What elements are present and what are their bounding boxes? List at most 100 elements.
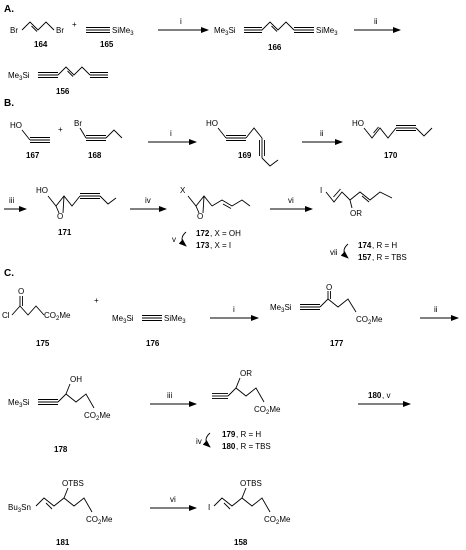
co2me-178: CO2Me [84,411,111,422]
bond-179-or [235,377,241,389]
arrow-b-step-v [178,231,187,247]
section-c: C. Cl O CO2Me 175 + Me3Si SiMe3 176 i Me… [2,268,459,547]
bond-170-ethyl [415,127,433,137]
bond-172-alkene [211,199,251,207]
def-173: , X = I [210,241,231,250]
arrow-c-step-iv [202,432,211,448]
bond-175-chain [11,305,45,316]
co2me-158: CO2Me [264,515,291,526]
compound-164-label: 164 [34,40,48,49]
compound-181-label: 181 [56,538,70,547]
bond-double-166 [271,25,278,32]
compound-172-label: 172 [196,229,210,238]
def-179: , R = H [236,430,261,439]
bond-double-172 [222,203,232,209]
atom-ho-167: HO [10,121,22,130]
atom-cl-175: Cl [2,311,10,320]
atom-oh-178: OH [70,375,82,384]
bond-168-a [79,127,87,139]
compound-175-structure: Cl O CO2Me 175 [2,287,71,348]
bond-double-170 [373,126,379,134]
def-174: , R = H [372,241,397,250]
atom-otbs-158: OTBS [240,479,262,488]
bond-181-chain [35,497,93,513]
co2me-177: CO2Me [356,315,383,326]
step-b-vi: vi [288,196,294,205]
bond-177-chain [319,298,357,313]
bond-chain-156 [57,66,91,76]
compound-176-structure: Me3Si SiMe3 176 [112,314,186,348]
arrow-b-step-vii [340,243,349,259]
compound-165-structure: SiMe3 165 [86,26,134,49]
bond-178-chain [57,393,95,409]
co2me-181: CO2Me [86,515,113,526]
compound-167-structure: HO 167 [10,121,50,160]
compound-171-label: 171 [58,228,72,237]
step-c-iii: iii [167,391,173,400]
def-172: , X = OH [210,229,241,238]
compound-157-label: 157 [358,253,372,262]
sime3-165: SiMe3 [112,26,134,37]
atom-x-172: X [180,186,186,195]
bond-179-chain [227,387,265,403]
bond-172-chain [187,195,213,207]
step-b-vii: vii [330,248,338,257]
atom-i-158: I [208,503,210,512]
compound-178-structure: Me3Si OH CO2Me 178 [8,375,111,454]
bond-174-chain [325,191,393,203]
compound-166-structure: Me3Si SiMe3 166 [214,21,338,52]
atom-o-172: O [197,212,203,221]
compound-165-label: 165 [100,40,114,49]
compound-175-label: 175 [36,339,50,348]
co2me-175: CO2Me [44,311,71,322]
bond-double-174-b [361,195,370,203]
sime3-176: SiMe3 [164,314,186,325]
step-c-v: , v [382,391,390,400]
compound-158-structure: I OTBS CO2Me 158 [208,479,291,547]
def-157: , R = TBS [372,253,407,262]
plus-sign-c: + [94,296,99,305]
step-b-i: i [170,129,172,138]
bond-172-epox-b [202,195,205,214]
bond-172-epox-a [195,205,200,214]
bond-double-164 [31,25,38,32]
bond-double-158 [223,502,231,510]
bond-171-epox-b [62,195,65,214]
step-c-i: i [233,305,235,314]
me3si-178: Me3Si [8,398,30,409]
compound-166-label: 166 [268,43,282,52]
atom-o-177: O [326,283,332,292]
bond-174-or [349,199,353,209]
me3si-176: Me3Si [112,314,134,325]
atom-br-left: Br [10,26,18,35]
bond-171-ethyl [99,195,117,205]
atom-ho-170: HO [352,119,364,128]
step-b-iii: iii [9,196,15,205]
compound-164-structure: Br Br 164 [10,21,64,49]
bu3sn-181: Bu3Sn [8,503,31,514]
plus-sign-b: + [58,125,63,134]
compound-156-label: 156 [56,87,70,96]
compound-158-label: 158 [234,538,248,547]
section-b-label: B. [4,98,14,109]
compound-156-structure: Me3Si 156 [8,66,108,96]
bond-169-b [245,127,263,158]
atom-or-179: OR [240,369,252,378]
bond-double-181 [45,502,53,510]
bond-167-a [21,129,31,141]
bond-171-epox-a [55,205,60,214]
bond-158-otbs [241,487,247,499]
compound-170-label: 170 [384,151,398,160]
compound-171-structure: HO O 171 [36,186,117,237]
bond-chain-166 [261,21,295,31]
atom-i-174: I [320,186,322,195]
step-b-ii: ii [320,129,324,138]
section-a-label: A. [4,4,14,15]
compound-167-label: 167 [26,151,40,160]
compound-176-label: 176 [146,339,160,348]
section-a: A. Br Br 164 + SiMe3 165 i Me3Si [4,4,401,96]
bond-double-174-a [333,188,341,198]
me3si-177: Me3Si [270,303,292,314]
bond-169-a [217,127,227,139]
compound-179-structure: OR CO2Me [212,369,281,416]
